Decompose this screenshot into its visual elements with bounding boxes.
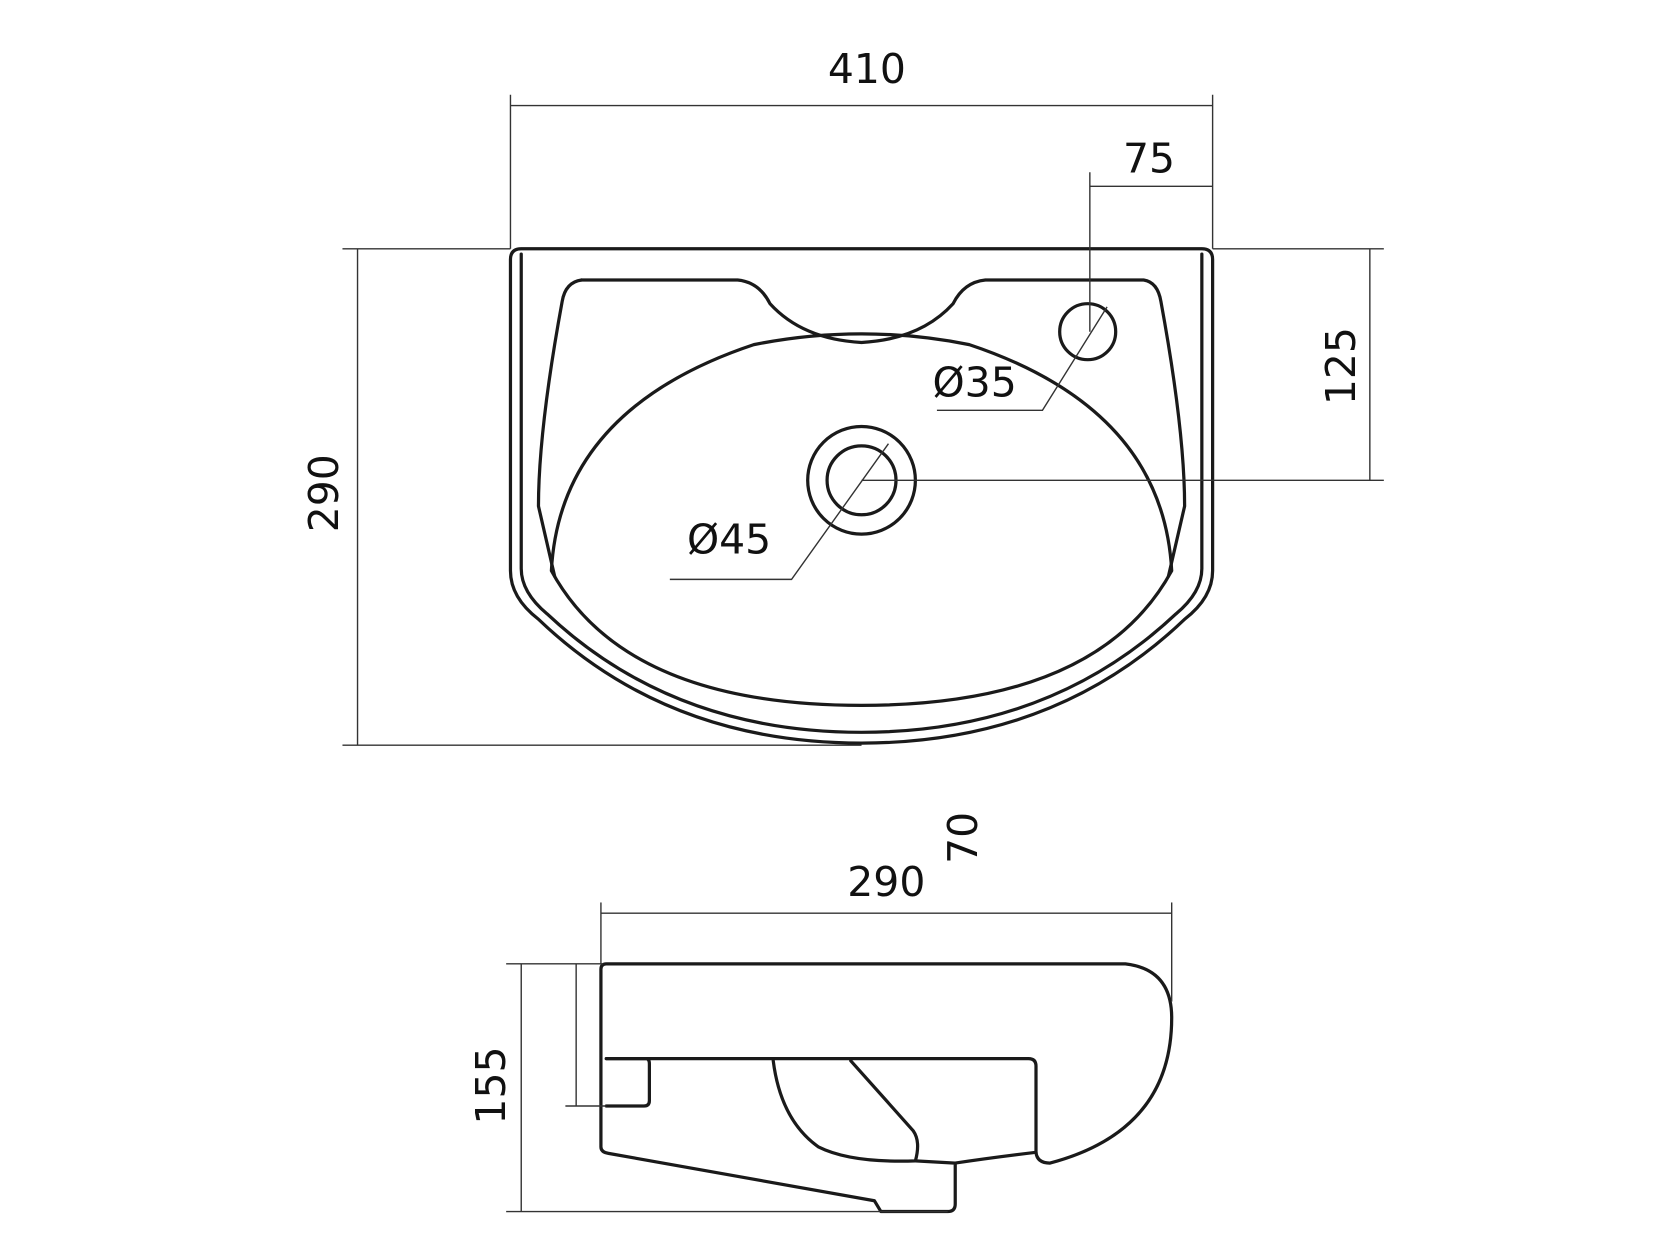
side-profile-outline <box>599 962 1174 1214</box>
tap-offset-dimension: 75 <box>1123 134 1175 182</box>
mounting-lug <box>604 1057 651 1108</box>
drain-hole-diameter: Ø45 <box>687 516 771 564</box>
width-dimension: 410 <box>828 45 906 93</box>
dimension-lines <box>342 94 1384 746</box>
side-view: 290 70 155 <box>467 812 1174 1214</box>
sink-outer-outline <box>508 247 1215 745</box>
side-dimension-lines <box>506 902 1173 1213</box>
overflow-channel <box>953 1150 1038 1165</box>
overhang-dimension: 70 <box>939 812 987 864</box>
tap-hole <box>1058 302 1118 362</box>
basin-rim <box>579 278 1187 578</box>
tap-hole-diameter: Ø35 <box>932 358 1016 406</box>
height-dimension: 155 <box>467 1046 515 1124</box>
basin-rim-left <box>536 278 584 578</box>
side-depth-dimension: 290 <box>847 858 925 906</box>
sink-rim-inner-line <box>519 252 1204 734</box>
side-bowl-curve <box>771 1059 920 1163</box>
top-view: 410 75 Ø35 Ø45 125 290 <box>300 45 1384 746</box>
drain-offset-dimension: 125 <box>1317 327 1365 405</box>
depth-dimension: 290 <box>300 454 348 532</box>
bowl-outline <box>549 332 1174 707</box>
